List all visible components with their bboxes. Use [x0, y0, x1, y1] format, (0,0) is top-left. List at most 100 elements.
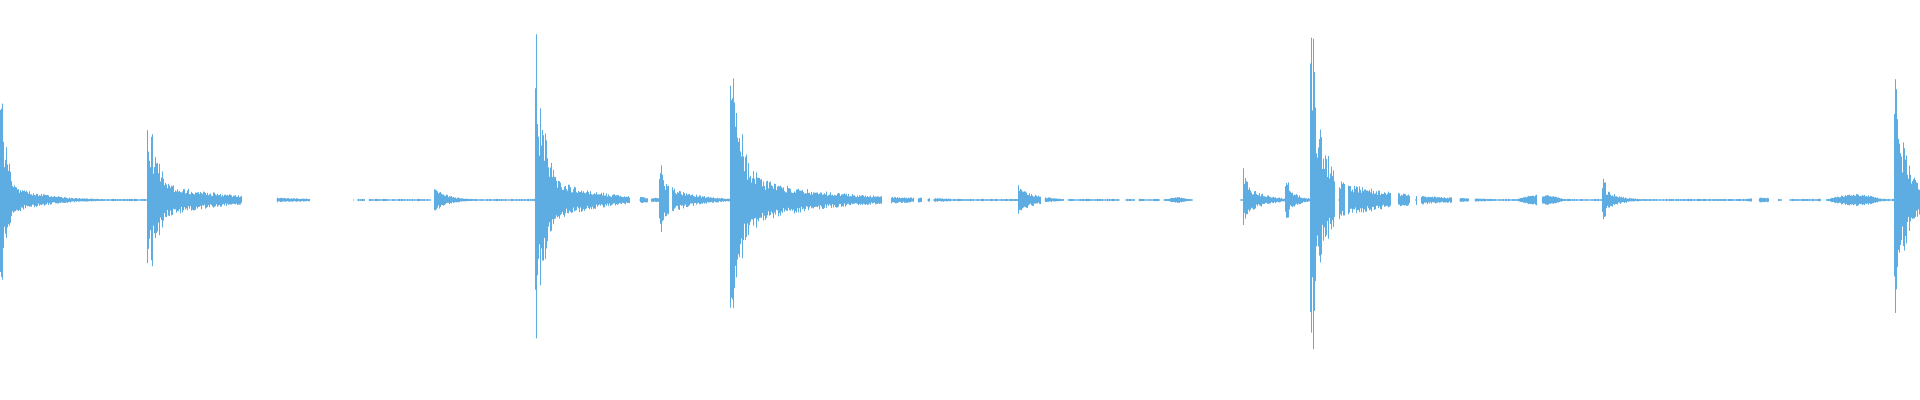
- waveform-peak: [755, 184, 756, 218]
- waveform-peak: [579, 191, 580, 213]
- waveform-peak: [692, 194, 693, 204]
- waveform-peak: [800, 190, 801, 213]
- waveform-peak: [1333, 170, 1334, 228]
- waveform-peak: [1521, 197, 1522, 203]
- waveform-peak: [1535, 195, 1536, 205]
- waveform-peak: [1901, 156, 1902, 241]
- waveform-peak: [439, 192, 440, 209]
- waveform-peak: [863, 195, 864, 204]
- waveform-peak: [534, 198, 535, 202]
- waveform-peak: [1799, 199, 1800, 201]
- waveform-peak: [565, 185, 566, 214]
- waveform-peak: [907, 198, 908, 203]
- waveform-peak: [1382, 193, 1383, 206]
- waveform-peak: [1618, 197, 1619, 203]
- waveform-peak: [535, 88, 536, 290]
- waveform-peak: [389, 199, 390, 201]
- waveform-peak: [1464, 198, 1465, 202]
- waveform-peak: [1568, 198, 1569, 202]
- waveform-peak: [773, 188, 774, 219]
- waveform-peak: [1506, 198, 1507, 202]
- waveform-peak: [1626, 198, 1627, 203]
- waveform-peak: [480, 199, 481, 201]
- waveform-peak: [705, 197, 706, 203]
- waveform-peak: [1171, 197, 1172, 203]
- waveform-peak: [606, 193, 607, 206]
- waveform-peak: [381, 199, 382, 201]
- waveform-peak: [1737, 199, 1738, 201]
- waveform-peak: [981, 198, 982, 202]
- waveform-peak: [838, 192, 839, 207]
- waveform-peak: [1388, 191, 1389, 208]
- waveform-peak: [291, 198, 292, 202]
- waveform-peak: [1312, 110, 1313, 278]
- waveform-peak: [840, 195, 841, 205]
- waveform-peak: [475, 199, 476, 201]
- waveform-peak: [1805, 198, 1806, 202]
- waveform-peak: [901, 198, 902, 204]
- waveform-peak: [743, 156, 744, 241]
- waveform-peak: [954, 198, 955, 202]
- waveform-peak: [556, 180, 557, 216]
- waveform-peak: [1462, 197, 1463, 202]
- waveform-peak: [1302, 198, 1303, 203]
- waveform-peak: [592, 194, 593, 207]
- waveform-peak: [1809, 199, 1810, 201]
- waveform-peak: [203, 191, 204, 206]
- waveform-peak: [48, 195, 49, 205]
- waveform-peak: [54, 195, 55, 203]
- waveform-peak: [1032, 195, 1033, 207]
- waveform-peak: [503, 199, 504, 201]
- waveform-peak: [491, 199, 492, 201]
- waveform-peak: [588, 192, 589, 209]
- waveform-peak: [1794, 199, 1795, 201]
- waveform-peak: [1248, 189, 1249, 210]
- waveform-peak: [1864, 194, 1865, 206]
- waveform-peak: [1550, 196, 1551, 204]
- waveform-peak: [179, 190, 180, 210]
- waveform-peak: [1185, 198, 1186, 202]
- waveform-peak: [1379, 190, 1380, 207]
- waveform-peak: [1047, 198, 1048, 202]
- waveform-peak: [716, 198, 717, 203]
- waveform-peak: [168, 183, 169, 216]
- waveform-peak: [703, 196, 704, 203]
- waveform-peak: [1177, 197, 1178, 203]
- waveform-peak: [193, 193, 194, 211]
- waveform-peak: [1190, 199, 1191, 201]
- waveform-peak: [784, 190, 785, 212]
- waveform-peak: [157, 163, 158, 232]
- waveform-peak: [1355, 188, 1356, 208]
- waveform-peak: [1806, 199, 1807, 201]
- waveform-peak: [572, 192, 573, 213]
- waveform-peak: [1017, 199, 1018, 202]
- waveform-peak: [214, 192, 215, 207]
- waveform-peak: [65, 197, 66, 203]
- waveform-peak: [85, 198, 86, 202]
- waveform-peak: [641, 196, 642, 203]
- waveform-peak: [566, 189, 567, 209]
- waveform-peak: [1605, 182, 1606, 217]
- waveform-peak: [1188, 199, 1189, 201]
- waveform-peak: [3, 141, 4, 249]
- waveform-peak: [1751, 198, 1752, 202]
- waveform-peak: [987, 199, 988, 201]
- waveform-peak: [983, 198, 984, 202]
- waveform-peak: [1279, 197, 1280, 203]
- waveform-peak: [1624, 198, 1625, 203]
- waveform-peak: [1702, 199, 1703, 201]
- waveform-peak: [1013, 199, 1014, 201]
- waveform-peak: [47, 194, 48, 203]
- waveform-peak: [867, 195, 868, 205]
- waveform-peak: [1704, 198, 1705, 202]
- waveform-peak: [788, 188, 789, 208]
- waveform-peak: [532, 199, 533, 201]
- waveform-peak: [422, 199, 423, 201]
- waveform-peak: [982, 198, 983, 202]
- waveform-peak: [213, 192, 214, 208]
- waveform-peak: [642, 197, 643, 203]
- waveform-peak: [1508, 198, 1509, 202]
- waveform-peak: [1862, 194, 1863, 206]
- waveform-peak: [138, 199, 139, 201]
